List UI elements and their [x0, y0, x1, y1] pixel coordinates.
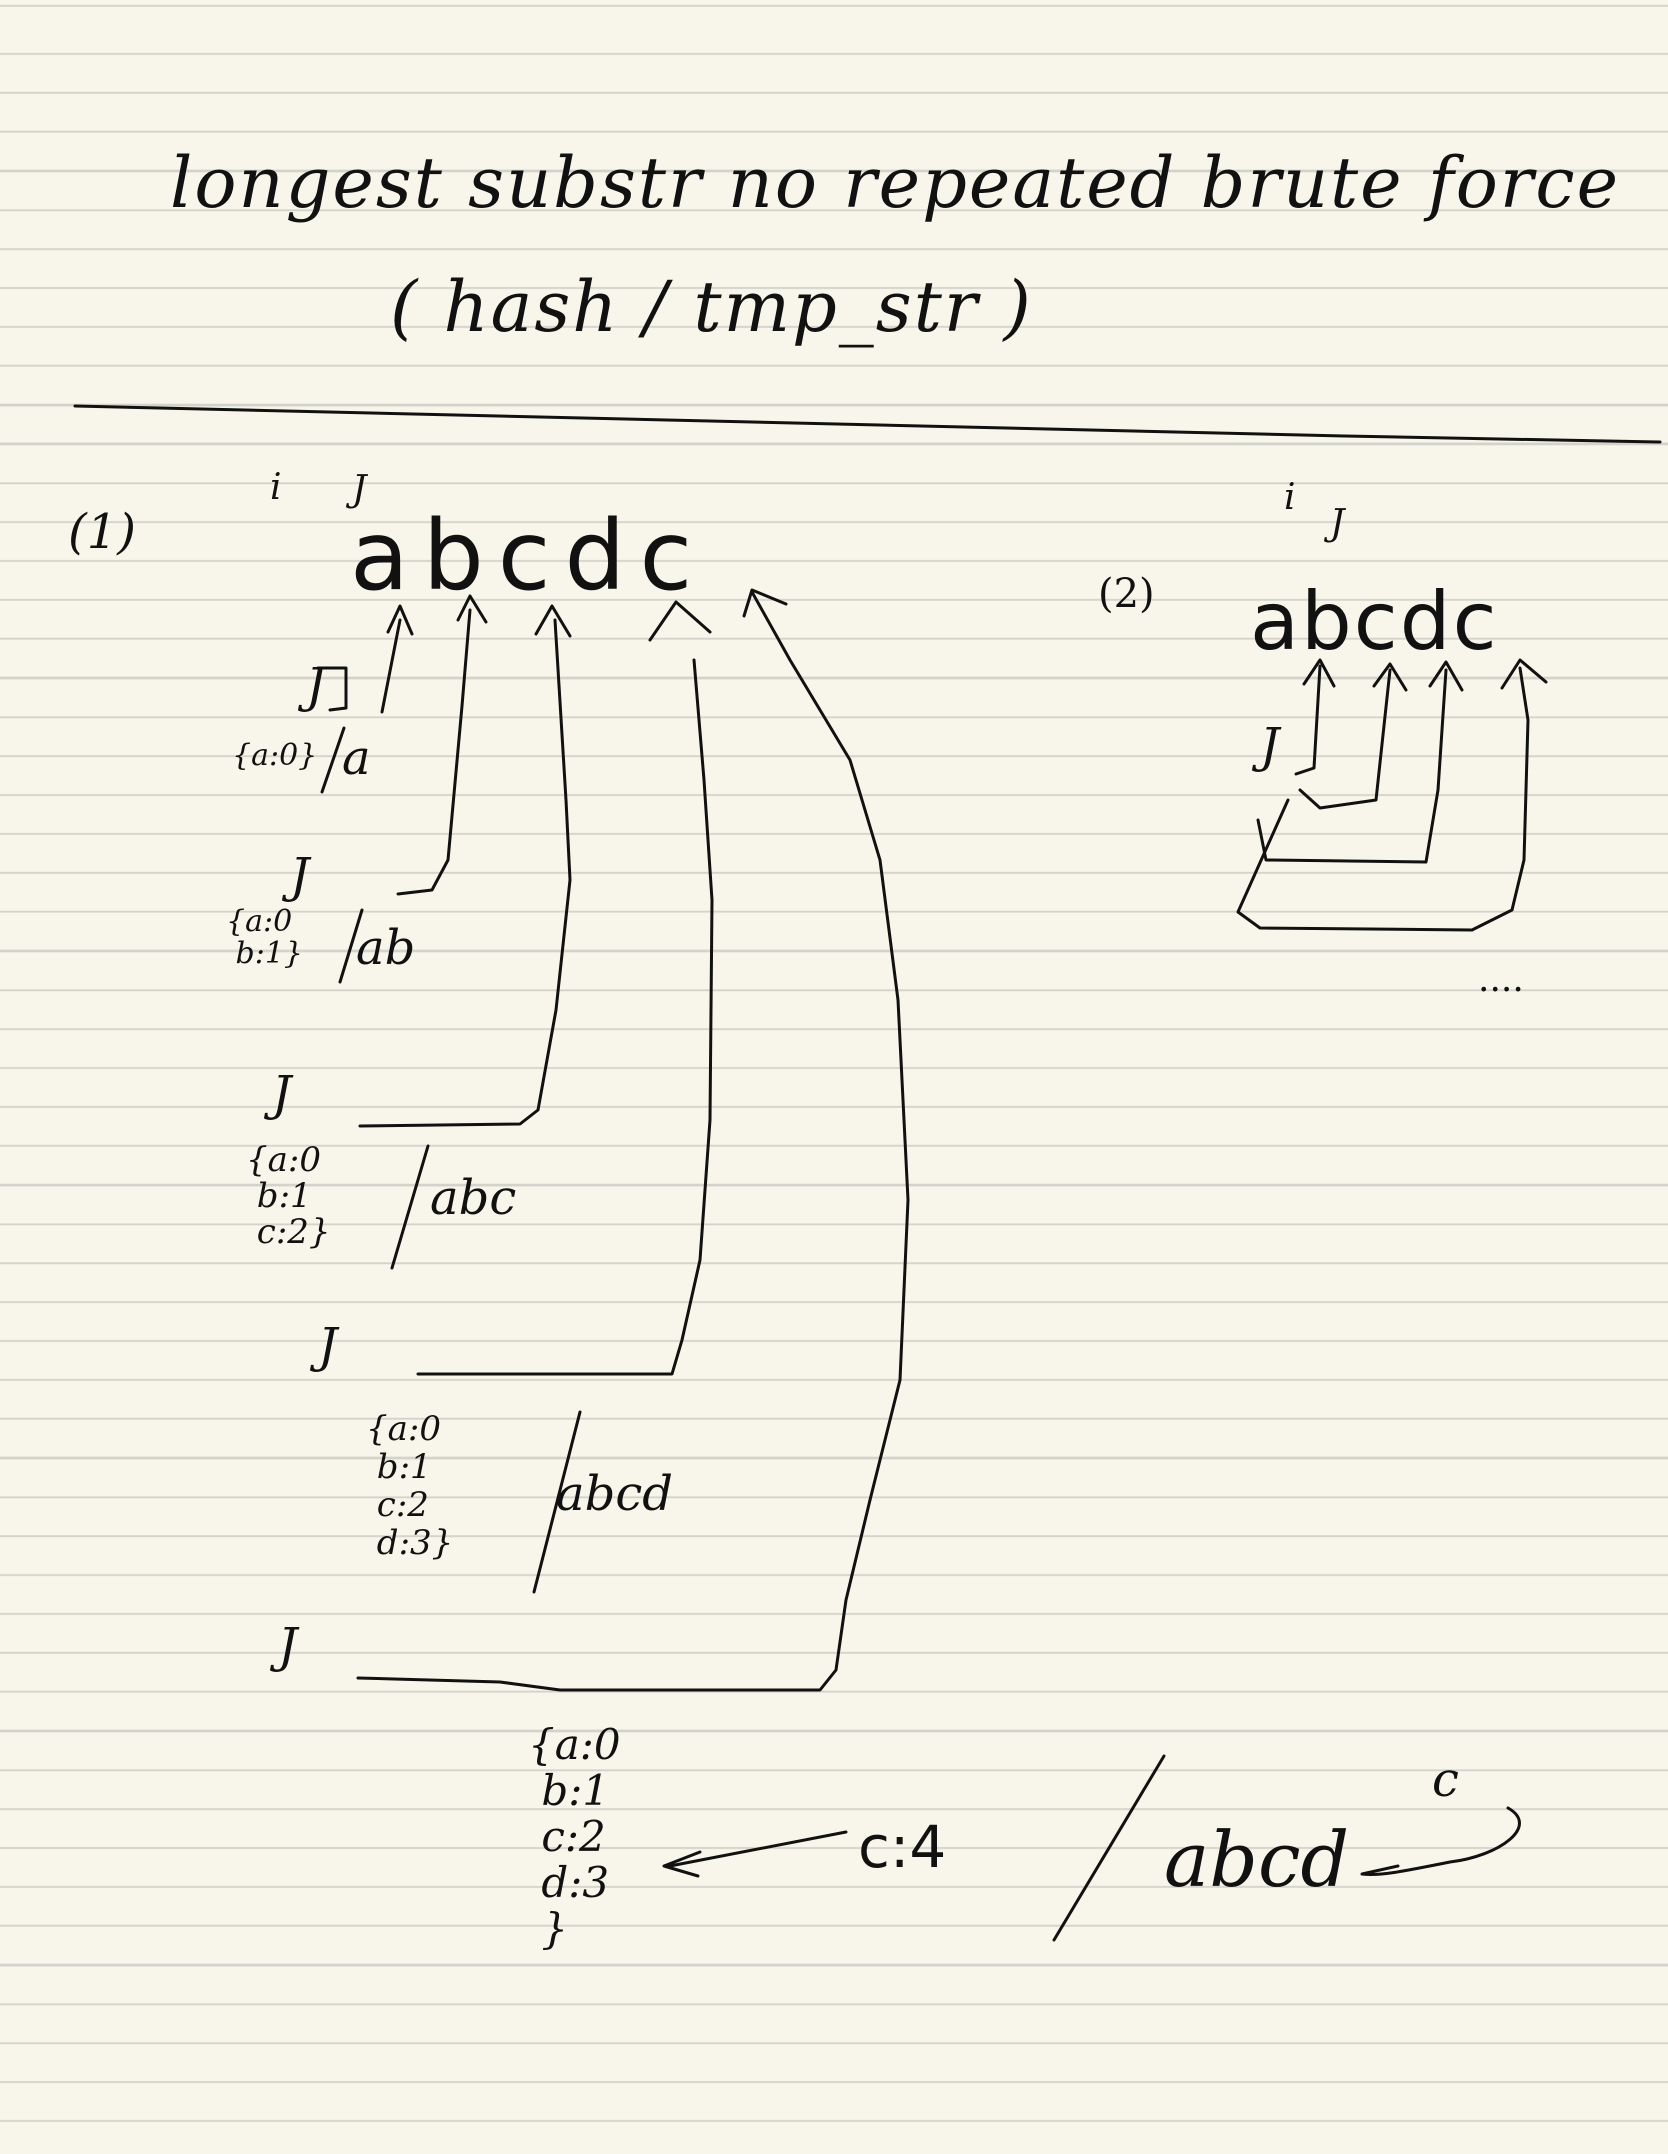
step-5-arrow — [356, 588, 910, 1692]
section-1-string: abcdc — [350, 500, 707, 612]
header-divider-line — [73, 404, 1662, 444]
step-1-tmp-str: a — [342, 730, 371, 786]
step-1-pointer: J — [306, 658, 326, 714]
step-3-slash — [390, 1144, 430, 1270]
step-3-pointer: J — [272, 1066, 292, 1122]
step-1-tick — [316, 666, 348, 712]
step-1-arrow — [380, 604, 414, 714]
step-5-update-arrow — [662, 1830, 848, 1878]
section-2-arrow-a — [1294, 658, 1336, 776]
title-line-2: ( hash / tmp_str ) — [390, 266, 1033, 348]
step-5-tmp-str: abcd — [1164, 1815, 1350, 1904]
step-5-slash — [1052, 1754, 1166, 1942]
step-5-curl-arrow — [1360, 1806, 1521, 1876]
section-1-number: (1) — [68, 504, 136, 560]
step-4-hash-map: {a:0 b:1 c:2 d:3} — [366, 1409, 454, 1563]
step-4-slash — [532, 1410, 582, 1594]
step-3-arrow — [358, 604, 572, 1128]
section-2-arrow-c — [1256, 660, 1464, 864]
section-1-pointer-j-top: J — [352, 469, 367, 510]
section-2-number: (2) — [1098, 571, 1155, 617]
step-4-arrow — [416, 600, 714, 1376]
step-2-pointer: J — [290, 848, 310, 904]
step-2-tmp-str: ab — [356, 920, 416, 976]
step-3-tmp-str: abc — [430, 1170, 517, 1226]
section-2-arrow-c2 — [1236, 658, 1548, 932]
step-4-tmp-str: abcd — [556, 1466, 673, 1522]
step-5-arrow-char: c — [1432, 1752, 1459, 1808]
step-5-hash-map: {a:0 b:1 c:2 d:3 } — [528, 1720, 621, 1953]
section-2-string: abcdc — [1250, 575, 1499, 668]
step-4-pointer: J — [318, 1318, 338, 1374]
title-line-1: longest substr no repeated brute force — [170, 142, 1620, 224]
section-2-ellipsis: .... — [1478, 959, 1524, 1000]
step-1-slash — [320, 726, 346, 794]
section-2-pointer-j-lower: J — [1260, 718, 1280, 774]
section-2-pointer-i: i — [1284, 477, 1296, 518]
section-2-pointer-j-top: J — [1330, 503, 1345, 544]
step-2-slash — [338, 908, 364, 984]
step-2-arrow — [396, 594, 488, 896]
step-2-hash-map: {a:0 b:1} — [226, 904, 304, 971]
step-3-hash-map: {a:0 b:1 c:2} — [246, 1140, 331, 1252]
step-5-pointer: J — [278, 1618, 298, 1674]
section-1-pointer-i: i — [270, 467, 282, 508]
section-2-arrow-b — [1298, 662, 1408, 810]
step-1-hash-map: {a:0} — [232, 738, 318, 773]
step-5-update: c:4 — [858, 1813, 947, 1881]
